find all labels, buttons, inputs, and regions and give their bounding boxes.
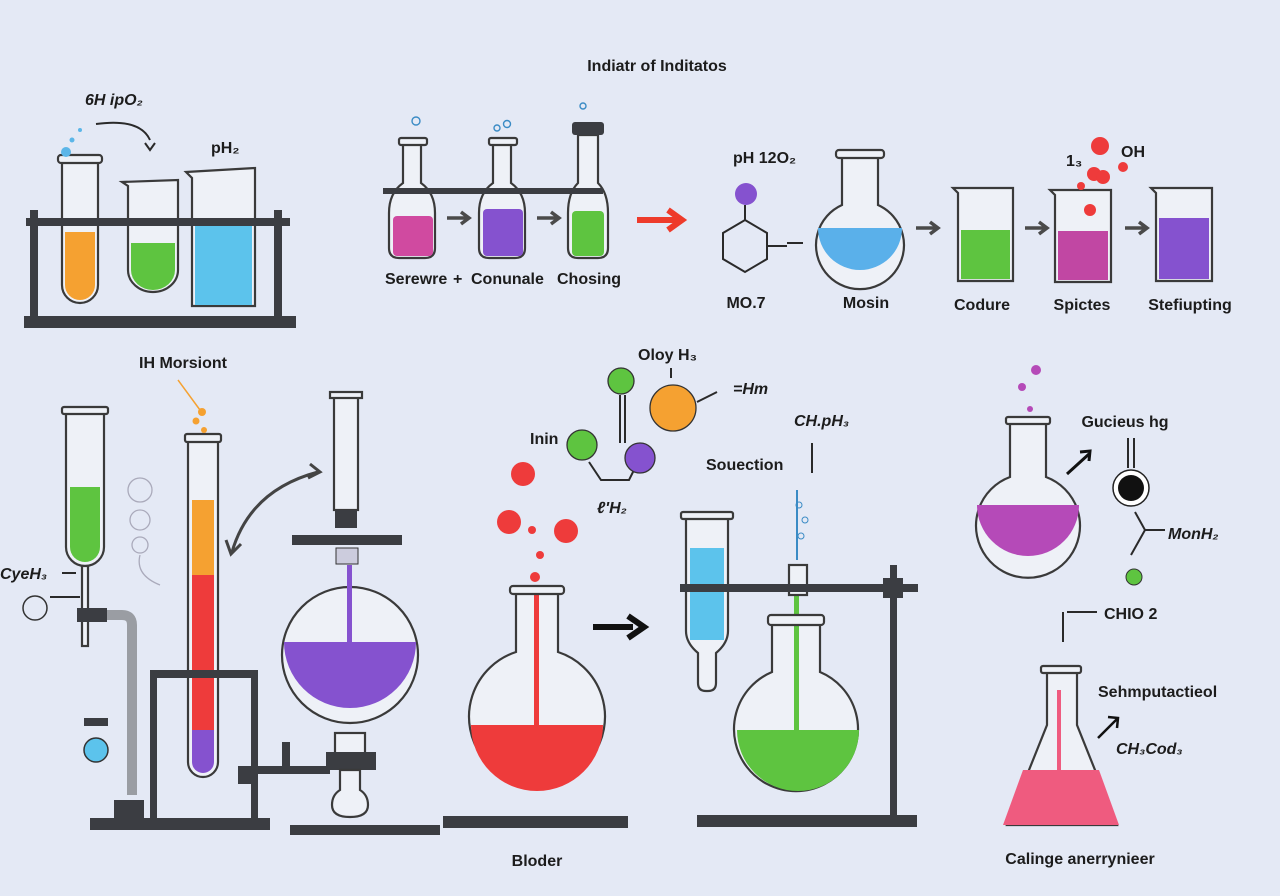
plus-label: + xyxy=(453,271,462,288)
right-column: Gucieus hg MonH₂ CHIO 2 Sehmputactieol C… xyxy=(974,365,1219,868)
molecule-diagram: Oloy H₃ =Hm Inin ℓ'H₂ CH.pH₃ Souection xyxy=(530,347,849,517)
bottom-left-apparatus: IH Morsiont CyeH₃ xyxy=(0,355,440,835)
flask-label: Bloder xyxy=(512,853,563,870)
step-label: Serewre xyxy=(385,271,447,288)
right-label: CH₃Cod₃ xyxy=(1116,741,1183,758)
top-middle-series: Serewre + Conunale Chosing xyxy=(383,102,621,288)
red-arrow-icon xyxy=(637,207,688,233)
top-left-formula: 6H ipO₂ xyxy=(85,92,143,109)
right-label: Gucieus hg xyxy=(1081,414,1168,431)
right-label: CHIO 2 xyxy=(1104,606,1157,623)
step-label: Spictes xyxy=(1054,297,1111,314)
test-tube-orange xyxy=(56,153,104,305)
molecule-left-label: Inin xyxy=(530,431,558,448)
molecule-bottom-label: ℓ'H₂ xyxy=(597,500,627,517)
oh-label: OH xyxy=(1121,144,1145,161)
green-flask-stand xyxy=(679,490,918,827)
flask-green xyxy=(566,122,610,260)
separatory-funnel xyxy=(238,390,440,835)
molecule-top-label: Oloy H₃ xyxy=(638,347,697,364)
top-left-rack: 6H ipO₂ pH₂ xyxy=(24,92,296,328)
beaker-blue xyxy=(183,166,257,308)
bubble-label: 1₃ xyxy=(1066,153,1082,170)
beaker-green-2 xyxy=(950,186,1015,283)
black-arrow-icon xyxy=(593,613,650,641)
ph-formula: pH 12O₂ xyxy=(733,150,796,167)
step-label: Conunale xyxy=(471,271,544,288)
step-label: Chosing xyxy=(557,271,621,288)
page-title: Indiatr of Inditatos xyxy=(587,58,727,75)
source-label: Souection xyxy=(706,457,783,474)
step-label: Stefiupting xyxy=(1148,297,1232,314)
right-label: MonH₂ xyxy=(1168,526,1219,543)
beaker-pink xyxy=(1047,188,1113,284)
side-label: CyeH₃ xyxy=(0,566,47,583)
ph2-label: pH₂ xyxy=(211,140,239,157)
bottom-left-heading: IH Morsiont xyxy=(139,355,228,372)
test-tube-blue xyxy=(679,510,735,693)
flask-purple xyxy=(477,136,527,260)
right-label: Sehmputactieol xyxy=(1098,684,1217,701)
ch-label: CH.pH₃ xyxy=(794,413,849,430)
tall-tube xyxy=(183,432,223,779)
flask-pink xyxy=(387,136,437,260)
round-flask-blue xyxy=(814,148,906,291)
beaker-green xyxy=(118,178,180,294)
benzene-ring-icon xyxy=(722,218,768,274)
step-label: MO.7 xyxy=(726,295,765,312)
right-caption: Calinge anerrynieer xyxy=(1005,851,1154,868)
test-tube-green xyxy=(60,405,110,648)
step-label: Codure xyxy=(954,297,1010,314)
red-round-flask: Bloder xyxy=(443,462,650,870)
step-label: Mosin xyxy=(843,295,889,312)
top-right-series: pH 12O₂ 1₃ OH MO.7 Mosin Codure Spictes … xyxy=(722,137,1232,314)
molecule-right-label: =Hm xyxy=(733,381,768,398)
beaker-purple xyxy=(1148,186,1214,283)
